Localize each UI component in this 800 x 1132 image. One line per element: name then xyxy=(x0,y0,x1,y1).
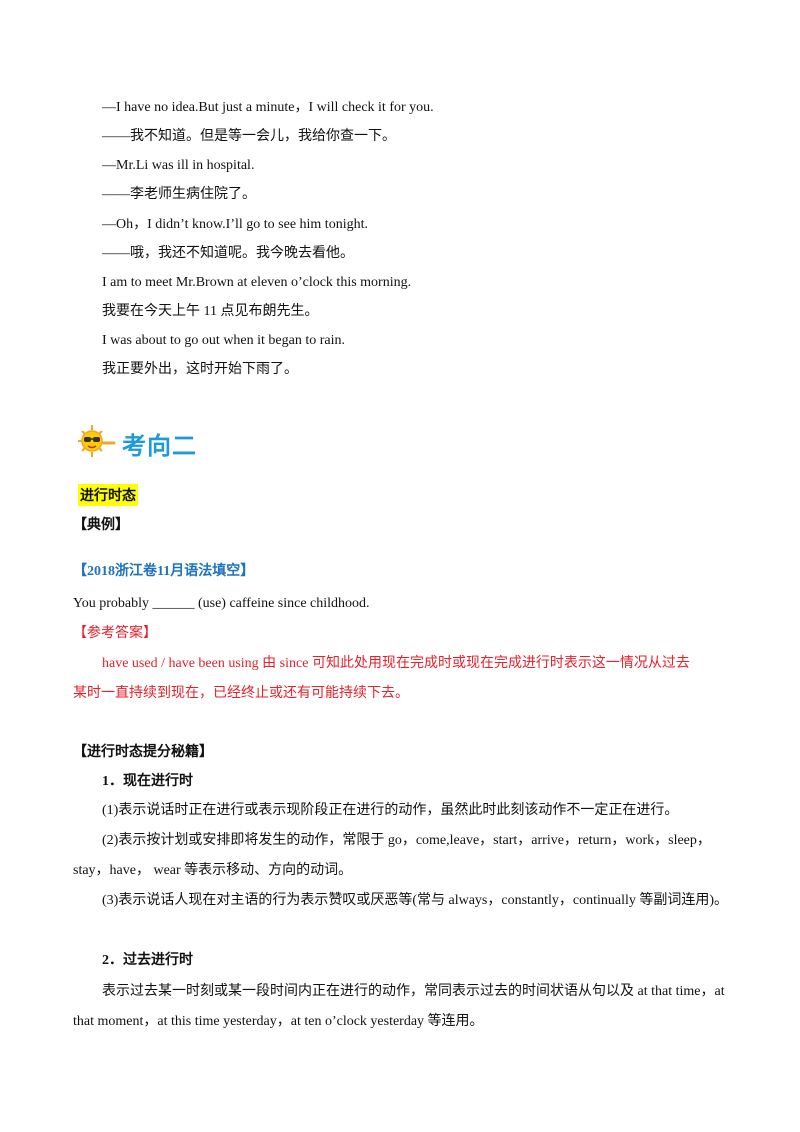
example-label: 【典例】 xyxy=(73,518,129,533)
dialogue-line-8: 我要在今天上午 11 点见布朗先生。 xyxy=(102,304,319,319)
dialogue-line-9: I was about to go out when it began to r… xyxy=(102,333,346,348)
dialogue-line-4: ——李老师生病住院了。 xyxy=(102,187,256,202)
tips-heading-2: 2．过去进行时 xyxy=(102,953,193,968)
section-heading: 考向二 xyxy=(76,423,197,464)
tips-paragraph-4b: that moment，at this time yesterday，at te… xyxy=(73,1014,484,1029)
dialogue-line-7: I am to meet Mr.Brown at eleven o’clock … xyxy=(102,275,412,290)
tips-paragraph-2b: stay，have， wear 等表示移动、方向的动词。 xyxy=(73,863,353,878)
dialogue-line-2: ——我不知道。但是等一会儿，我给你查一下。 xyxy=(102,129,396,144)
tips-paragraph-2a: (2)表示按计划或安排即将发生的动作，常限于 go，come,leave，sta… xyxy=(102,833,711,848)
exam-source: 【2018浙江卷11月语法填空】 xyxy=(73,564,255,579)
dialogue-line-6: ——哦，我还不知道呢。我今晚去看他。 xyxy=(102,246,354,261)
topic-highlight: 进行时态 xyxy=(78,484,138,506)
tips-paragraph-3: (3)表示说话人现在对主语的行为表示赞叹或厌恶等(常与 always，const… xyxy=(102,893,729,908)
answer-label: 【参考答案】 xyxy=(73,626,157,641)
dialogue-line-5: —Oh，I didn’t know.I’ll go to see him ton… xyxy=(102,217,368,232)
section-title: 考向二 xyxy=(122,431,197,460)
tips-paragraph-4a: 表示过去某一时刻或某一段时间内正在进行的动作，常同表示过去的时间状语从句以及 a… xyxy=(102,984,725,999)
tips-label: 【进行时态提分秘籍】 xyxy=(73,745,213,760)
answer-line-1: have used / have been using 由 since 可知此处… xyxy=(102,656,690,671)
answer-line-2: 某时一直持续到现在，已经终止或还有可能持续下去。 xyxy=(73,686,409,701)
sun-with-sunglasses-icon xyxy=(76,423,116,464)
dialogue-line-3: —Mr.Li was ill in hospital. xyxy=(102,158,255,173)
dialogue-line-1: —I have no idea.But just a minute，I will… xyxy=(102,100,434,115)
dialogue-line-10: 我正要外出，这时开始下雨了。 xyxy=(102,362,298,377)
tips-paragraph-1: (1)表示说话时正在进行或表示现阶段正在进行的动作，虽然此时此刻该动作不一定正在… xyxy=(102,803,679,818)
question-text: You probably ______ (use) caffeine since… xyxy=(73,596,370,611)
tips-heading-1: 1．现在进行时 xyxy=(102,774,193,789)
